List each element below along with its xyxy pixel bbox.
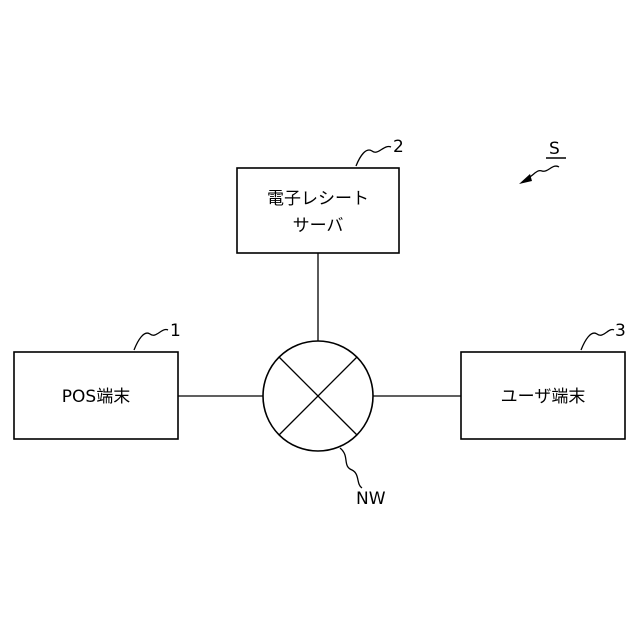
network-ref-leader	[340, 448, 362, 488]
network-node: NW	[263, 341, 386, 509]
user-terminal-label: ユーザ端末	[501, 387, 586, 407]
server-ref-leader	[356, 147, 391, 166]
server-label-line2: サーバ	[293, 216, 344, 236]
system-reference: S	[519, 139, 566, 184]
server-node: 電子レシート サーバ 2	[237, 137, 404, 253]
server-box	[237, 168, 399, 253]
server-ref-label: 2	[393, 137, 404, 157]
pos-terminal-ref-leader	[134, 330, 168, 350]
user-terminal-ref-leader	[581, 330, 614, 350]
system-ref-leader	[528, 166, 559, 178]
system-ref-label: S	[549, 139, 560, 159]
network-ref-label: NW	[356, 489, 386, 509]
pos-terminal-label: POS端末	[62, 387, 130, 407]
system-ref-arrowhead-icon	[519, 174, 532, 184]
pos-terminal-node: POS端末 1	[14, 321, 181, 439]
pos-terminal-ref-label: 1	[170, 321, 181, 341]
server-label-line1: 電子レシート	[267, 189, 369, 209]
user-terminal-ref-label: 3	[615, 321, 626, 341]
user-terminal-node: ユーザ端末 3	[461, 321, 626, 439]
